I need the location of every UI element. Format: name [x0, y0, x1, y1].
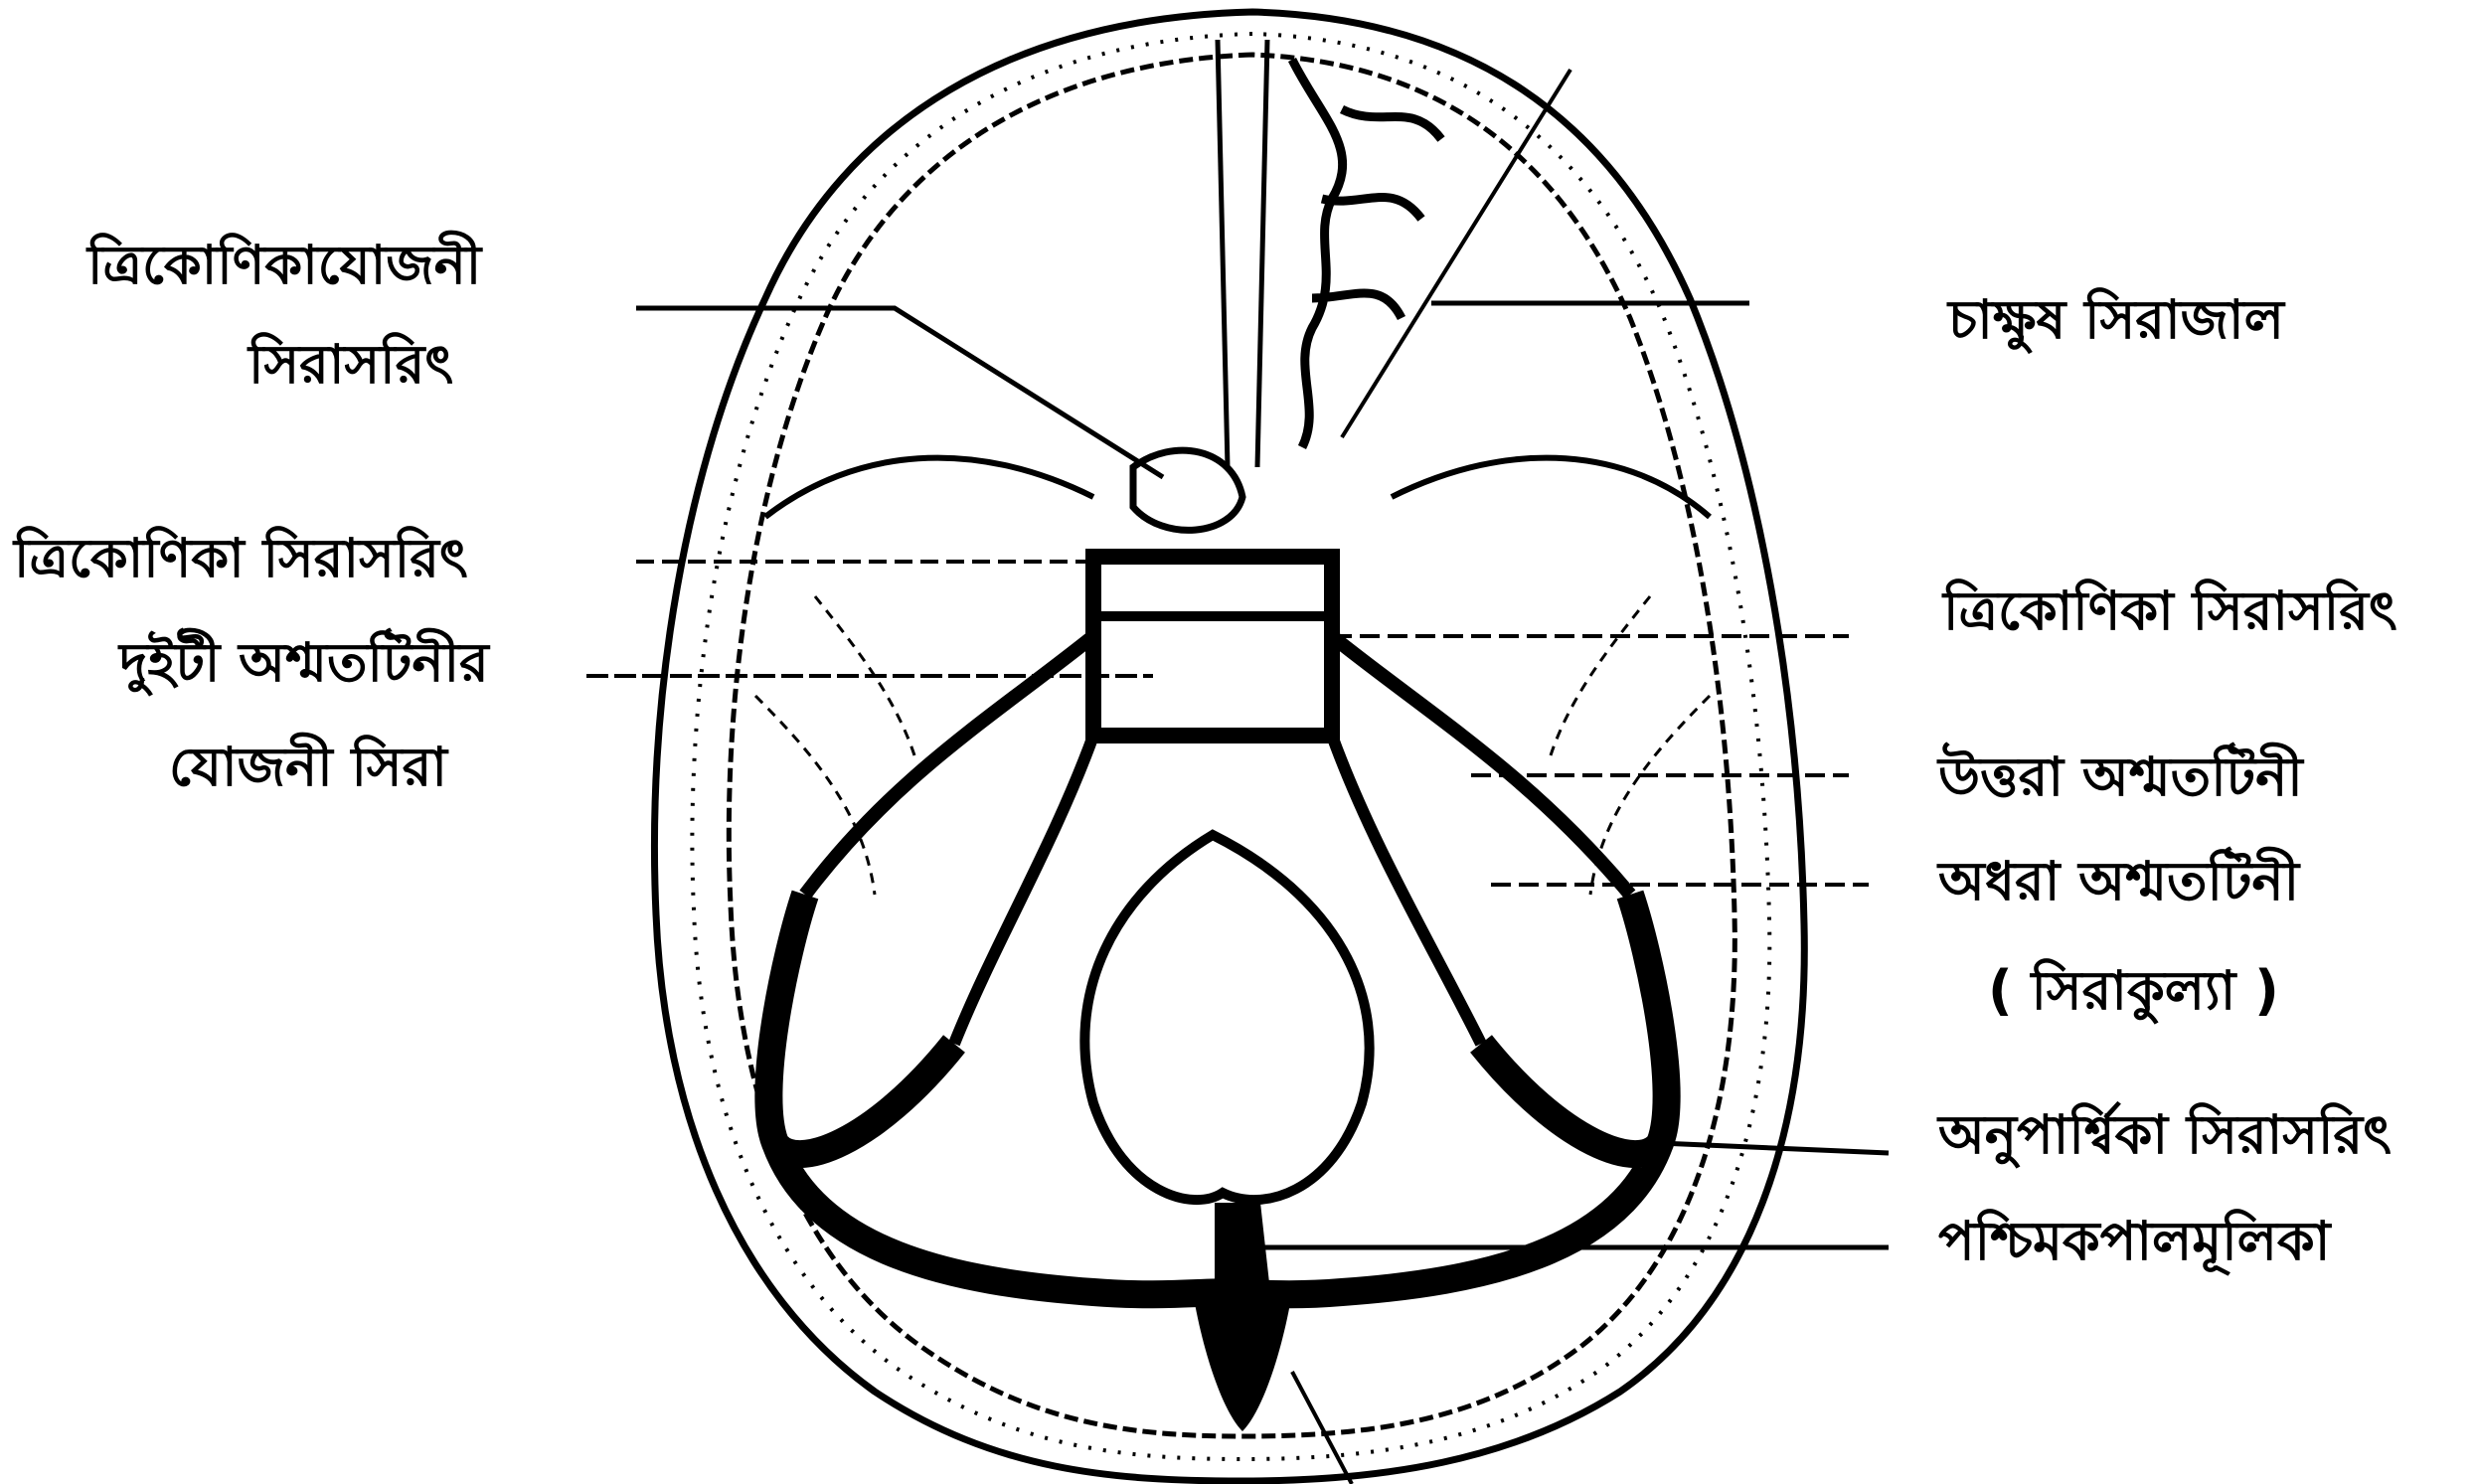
superior-petrosal-sinus-right [1332, 636, 1630, 895]
confluence-of-sinuses [1193, 1292, 1292, 1431]
foramen-magnum [1084, 835, 1369, 1200]
middle-fossa-texture-right [1551, 596, 1710, 895]
label-trikonika-sirasarit-right: ত্রিকোণিকা সিরাসরিৎ [1943, 584, 2397, 638]
label-duiti-ashmatatini-line2: যোজনী সিরা [169, 741, 447, 794]
label-uttara-ashmatatini: উত্তরা অশ্মতটিনী [1938, 750, 2303, 804]
inferior-petrosal-sinus-right [1332, 736, 1481, 1044]
label-trikonika-sirasarit-left: ত্রিকোণিকা সিরাসরিৎ [14, 532, 468, 585]
inferior-petrosal-sinus-left [954, 736, 1093, 1044]
leader-anuparshvika [1660, 1143, 1889, 1153]
label-sirakulya: ( সিরাকুল্যা ) [1988, 964, 2279, 1018]
sphenoid-ridge-right [1392, 458, 1710, 517]
label-trikonika-yojani-line1: ত্রিকোণিকাযোজনী [87, 239, 481, 292]
crista-galli-left [1218, 40, 1228, 467]
label-adhara-ashmatatini: অধরা অশ্মতটিনী [1938, 855, 2299, 908]
orbital-diagonal [1342, 70, 1570, 437]
sphenoid-ridge-left [765, 458, 1093, 517]
label-duiti-ashmatatini-line1: দুইটী অশ্মতটিনীর [119, 636, 489, 690]
leader-trikonika-yojani [636, 308, 1163, 477]
pituitary-fossa [1133, 450, 1242, 530]
label-trikonika-yojani-line2: সিরাসরিৎ [248, 338, 453, 392]
crista-galli-right [1257, 40, 1267, 467]
internal-occipital-crest [1292, 1372, 1352, 1484]
cavernous-sinus-box [1093, 557, 1332, 736]
sigmoid-transverse-sinus-right [1233, 895, 1667, 1294]
label-pashchim-kapalmulika: পশ্চিমকপালমূলিকা [1938, 1215, 2330, 1268]
ophthalmic-plexus [1292, 60, 1441, 447]
label-chakshush-sirajal: চাক্ষুষ সিরাজাল [1948, 293, 2284, 347]
label-anuparshvika-sirasarit: অনুপার্শ্বিকা সিরাসরিৎ [1938, 1108, 2392, 1162]
